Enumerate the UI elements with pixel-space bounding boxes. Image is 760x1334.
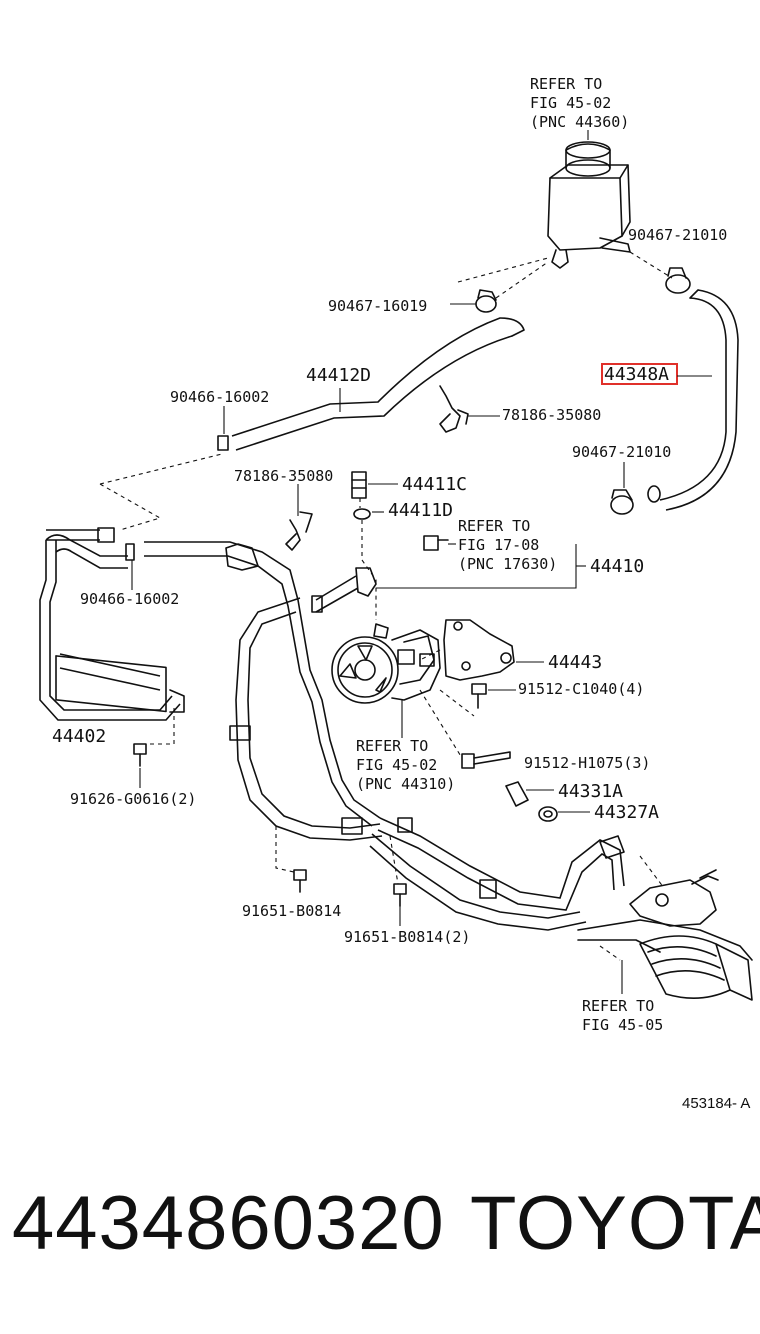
refer-pump-line-1: REFER TO xyxy=(356,737,428,755)
label-bolt-h1075: 91512-H1075(3) xyxy=(524,754,650,772)
label-refer-sensor: REFER TO FIG 17-08 (PNC 17630) xyxy=(458,517,557,573)
brand-name: TOYOTA xyxy=(470,1181,760,1266)
refer-line-2: FIG 45-02 xyxy=(530,94,611,112)
clamp-upper xyxy=(475,289,497,313)
label-44348a: 44348A xyxy=(604,364,669,385)
bracket-44443 xyxy=(443,619,515,681)
refer-gear-line-2: FIG 45-05 xyxy=(582,1016,663,1034)
gasket-44327a xyxy=(538,806,558,822)
clamp-top-right xyxy=(665,267,691,294)
clamp-lower-right xyxy=(610,489,634,515)
label-44410: 44410 xyxy=(590,556,644,577)
gasket-44411d xyxy=(353,508,371,520)
pressure-switch xyxy=(423,535,449,551)
oil-cooler xyxy=(39,527,185,721)
bolt-h1075 xyxy=(461,751,511,769)
bolt-b0814-center xyxy=(393,883,407,907)
refer-sensor-line-3: (PNC 17630) xyxy=(458,555,557,573)
label-bolt-b0814-center: 91651-B0814(2) xyxy=(344,928,470,946)
label-44411c: 44411C xyxy=(402,474,467,495)
label-clamp-lower-right: 90467-21010 xyxy=(572,443,671,461)
figure-id: 453184- A xyxy=(682,1095,750,1112)
footer: 4434860320 TOYOTA xyxy=(0,1180,760,1290)
bolt-g0616 xyxy=(133,743,147,767)
union-44411c xyxy=(351,471,367,499)
hose-44412d xyxy=(231,317,525,451)
label-clamp-upper: 90467-16019 xyxy=(328,297,427,315)
power-steering-pump xyxy=(331,567,441,704)
label-44411d: 44411D xyxy=(388,500,453,521)
refer-line-1: REFER TO xyxy=(530,75,602,93)
refer-sensor-line-2: FIG 17-08 xyxy=(458,536,539,554)
union-44331a xyxy=(505,781,529,807)
label-clamp-top-right: 90467-21010 xyxy=(628,226,727,244)
label-refer-pump: REFER TO FIG 45-02 (PNC 44310) xyxy=(356,737,455,793)
label-44327a: 44327A xyxy=(594,802,659,823)
clip-left xyxy=(285,511,313,551)
label-44412d: 44412D xyxy=(306,365,371,386)
label-refer-gear: REFER TO FIG 45-05 xyxy=(582,997,663,1034)
refer-line-3: (PNC 44360) xyxy=(530,113,629,131)
label-44443: 44443 xyxy=(548,652,602,673)
pressure-hose xyxy=(144,541,381,827)
highlight-box xyxy=(601,363,678,385)
label-bolt-c1040: 91512-C1040(4) xyxy=(518,680,644,698)
hose-44348a xyxy=(647,289,739,511)
return-tubes xyxy=(229,597,625,931)
label-44331a: 44331A xyxy=(558,781,623,802)
bolt-c1040 xyxy=(471,683,487,709)
steering-gear xyxy=(577,869,753,1001)
clamp-90466-top xyxy=(217,435,229,451)
label-refer-reservoir: REFER TO FIG 45-02 (PNC 44360) xyxy=(530,75,629,131)
diagram-svg: REFER TO FIG 45-02 (PNC 44360) 90467-210… xyxy=(39,75,753,1112)
label-clamp-90466-left: 90466-16002 xyxy=(80,590,179,608)
reservoir-tank xyxy=(547,141,631,269)
label-bolt-g0616: 91626-G0616(2) xyxy=(70,790,196,808)
clip-right xyxy=(439,385,469,433)
label-clamp-90466-top: 90466-16002 xyxy=(170,388,269,406)
label-clip-left: 78186-35080 xyxy=(234,467,333,485)
refer-gear-line-1: REFER TO xyxy=(582,997,654,1015)
label-clip-right: 78186-35080 xyxy=(502,406,601,424)
part-number: 4434860320 xyxy=(12,1181,445,1266)
refer-pump-line-3: (PNC 44310) xyxy=(356,775,455,793)
refer-sensor-line-1: REFER TO xyxy=(458,517,530,535)
label-bolt-b0814-left: 91651-B0814 xyxy=(242,902,341,920)
bolt-b0814-left xyxy=(293,869,307,893)
label-44402: 44402 xyxy=(52,726,106,747)
refer-pump-line-2: FIG 45-02 xyxy=(356,756,437,774)
